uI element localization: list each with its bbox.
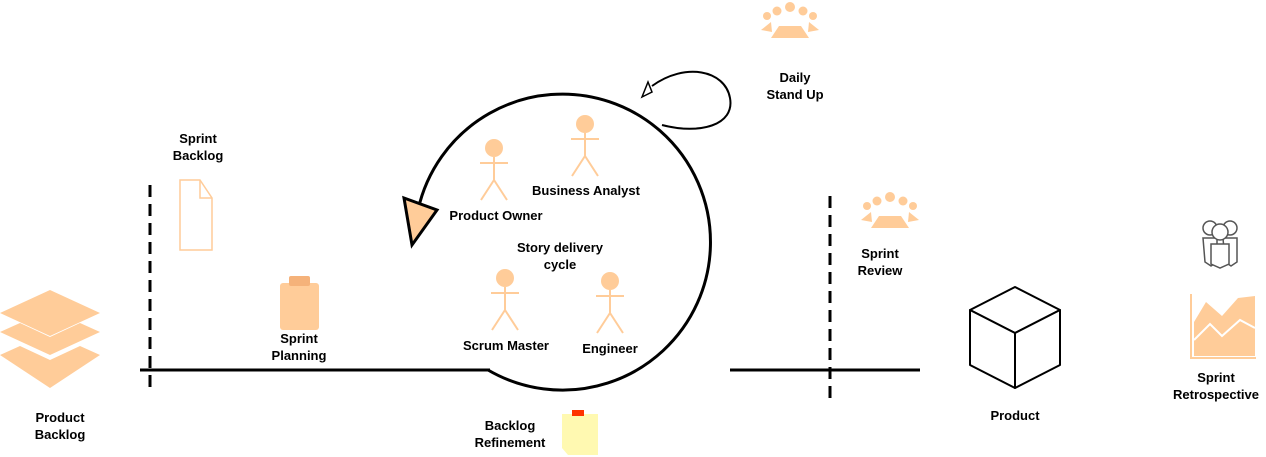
sprint-backlog-label-line2: Backlog: [172, 148, 224, 163]
meeting-icon: [761, 2, 819, 38]
sprint-planning-label-line1: Sprint: [280, 331, 318, 346]
sprint-review-label-line2: Review: [857, 263, 903, 278]
stick-figure-icon: [571, 115, 599, 177]
sprint-retrospective-label-line1: Sprint: [1197, 370, 1235, 385]
story-delivery-cycle-label-line2: cycle: [543, 257, 577, 272]
clipboard-icon: [280, 276, 319, 330]
daily-standup-label-line1: Daily: [779, 70, 811, 85]
sprint-backlog-label: Sprint Backlog: [158, 130, 238, 164]
engineer-label: Engineer: [575, 340, 645, 357]
daily-standup-label-line2: Stand Up: [766, 87, 824, 102]
product-backlog-label-line2: Backlog: [34, 427, 86, 442]
backlog-refinement-label: Backlog Refinement: [465, 417, 555, 451]
backlog-refinement-label-line2: Refinement: [474, 435, 546, 450]
stick-figure-icon: [480, 139, 508, 201]
story-cycle-loop: [416, 92, 712, 392]
product-backlog-label: Product Backlog: [20, 409, 100, 443]
scrum-master-label: Scrum Master: [455, 337, 557, 354]
product-owner-label: Product Owner: [440, 207, 552, 224]
stick-figure-icon: [596, 272, 624, 334]
sprint-planning-label: Sprint Planning: [259, 330, 339, 364]
business-analyst-label: Business Analyst: [522, 182, 650, 199]
backlog-refinement-label-line1: Backlog: [484, 418, 536, 433]
daily-standup-loop: [651, 70, 732, 130]
people-group-icon: [1202, 220, 1238, 269]
product-label-text: Product: [990, 408, 1040, 423]
story-delivery-cycle-label-line1: Story delivery: [517, 240, 603, 255]
area-chart-icon: [1190, 294, 1256, 359]
business-analyst-label-text: Business Analyst: [532, 183, 640, 198]
sprint-retrospective-label-line2: Retrospective: [1173, 387, 1259, 402]
daily-standup-arrowhead: [640, 79, 653, 99]
cube-icon: [969, 286, 1061, 389]
meeting-icon: [861, 192, 919, 228]
sprint-retrospective-label: Sprint Retrospective: [1166, 369, 1266, 403]
document-icon: [179, 179, 213, 251]
layers-icon: [0, 290, 100, 388]
sprint-planning-label-line2: Planning: [271, 348, 327, 363]
story-delivery-cycle-label: Story delivery cycle: [505, 239, 615, 273]
product-owner-label-text: Product Owner: [449, 208, 543, 223]
sprint-backlog-label-line1: Sprint: [179, 131, 217, 146]
scrum-master-label-text: Scrum Master: [463, 338, 549, 353]
product-label: Product: [975, 407, 1055, 424]
story-cycle-arrowhead: [402, 195, 440, 249]
sprint-review-label-line1: Sprint: [861, 246, 899, 261]
stick-figure-icon: [491, 269, 519, 331]
sticky-note-icon: [562, 410, 598, 455]
product-backlog-label-line1: Product: [35, 410, 85, 425]
daily-standup-label: Daily Stand Up: [755, 69, 835, 103]
engineer-label-text: Engineer: [582, 341, 638, 356]
sprint-review-label: Sprint Review: [840, 245, 920, 279]
